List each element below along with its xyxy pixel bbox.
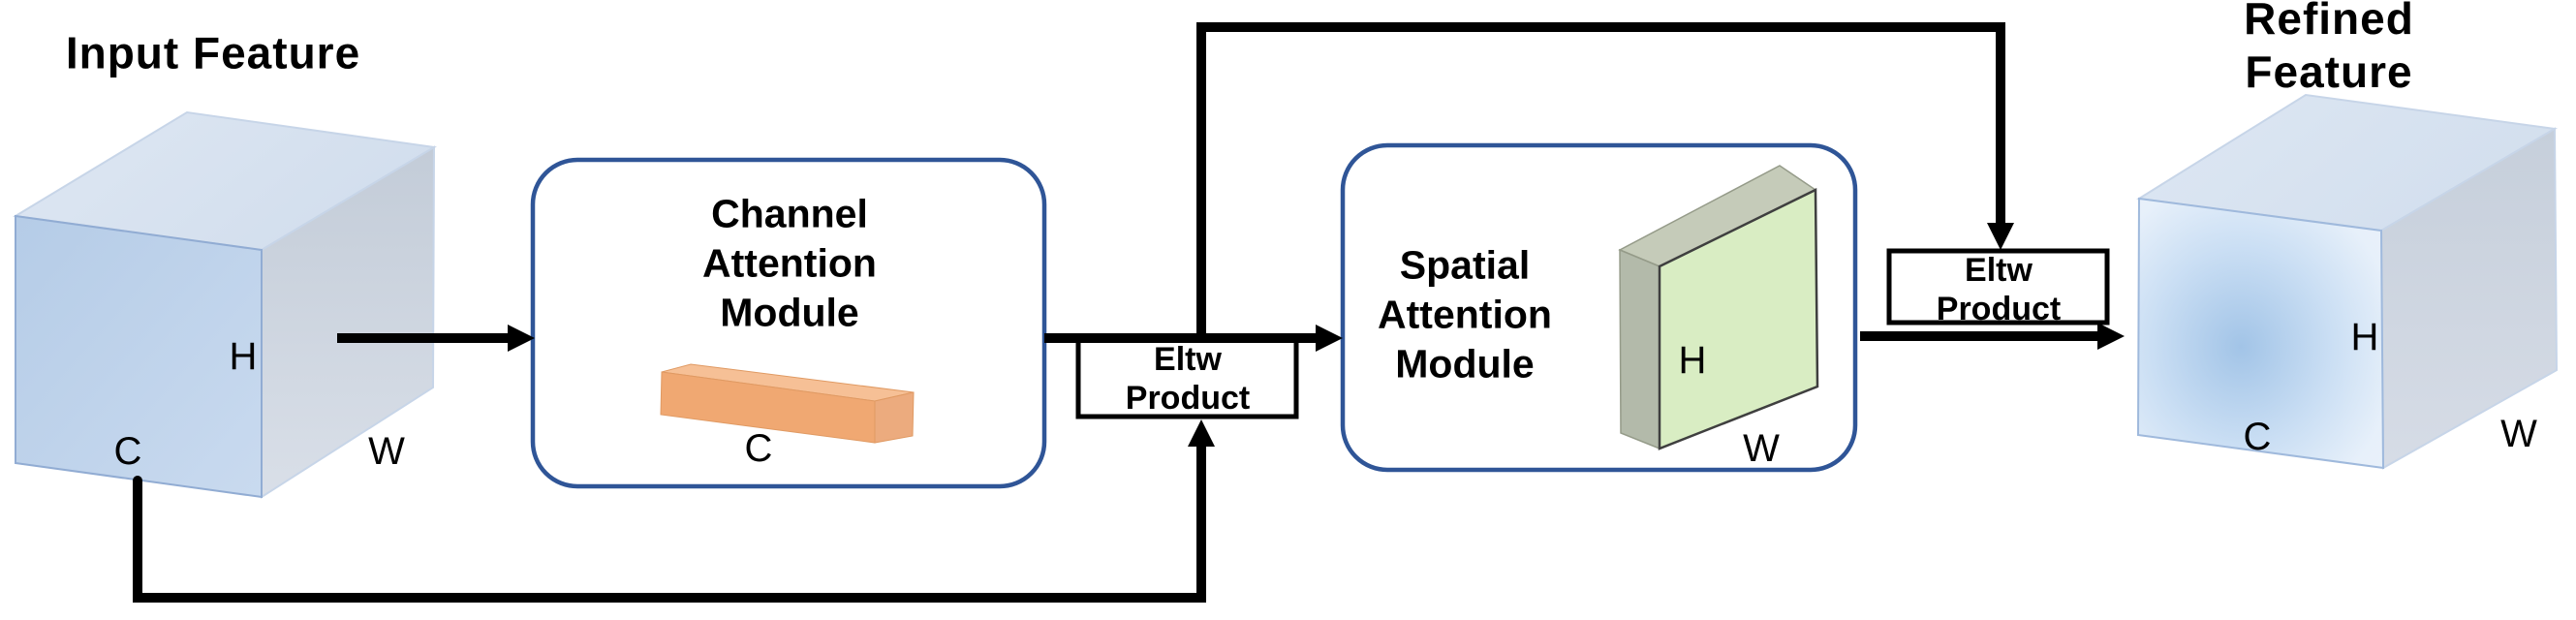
refined-cube-c-label: C [2243, 416, 2272, 458]
spatial-plane-front-face [1658, 188, 1819, 450]
eltw-product-box-2 [1886, 248, 2110, 326]
arrowhead-channel-to-spatial [1316, 325, 1343, 352]
skip-connection-top-line [1196, 22, 2005, 338]
skip-connection-bottom-line [133, 442, 1206, 603]
arrowhead-spatial-to-refined [2097, 323, 2125, 350]
spatial-attention-module-title: Spatial Attention Module [1378, 242, 1552, 387]
input-cube-h-label: H [229, 335, 258, 378]
spatial-plane-w-label: W [1743, 427, 1780, 470]
arrowhead-up-into-eltw1 [1188, 419, 1215, 447]
arrowhead-input-to-channel [508, 325, 535, 352]
channel-bar-end-face [874, 391, 915, 444]
input-cube-front-face [15, 214, 263, 499]
refined-feature-title: Refined Feature [2244, 0, 2414, 97]
channel-bar-c-label: C [744, 427, 773, 470]
spatial-plane-h-label: H [1678, 339, 1707, 382]
channel-attention-module-title: Channel Attention Module [702, 191, 877, 335]
refined-cube-w-label: W [2500, 413, 2537, 455]
arrowhead-down-into-eltw2 [1987, 223, 2014, 250]
eltw-product-1-label: Eltw Product [1125, 341, 1251, 417]
spatial-plane-side-edge [1619, 248, 1660, 450]
refined-cube-front-face [2136, 197, 2385, 470]
channel-bar-front-face [660, 371, 876, 444]
eltw-product-2-label: Eltw Product [1936, 252, 2062, 327]
input-feature-title: Input Feature [65, 27, 361, 78]
input-cube-c-label: C [113, 430, 142, 473]
refined-cube-h-label: H [2350, 316, 2379, 358]
input-cube-w-label: W [368, 430, 405, 473]
eltw-product-box-1 [1075, 335, 1299, 419]
